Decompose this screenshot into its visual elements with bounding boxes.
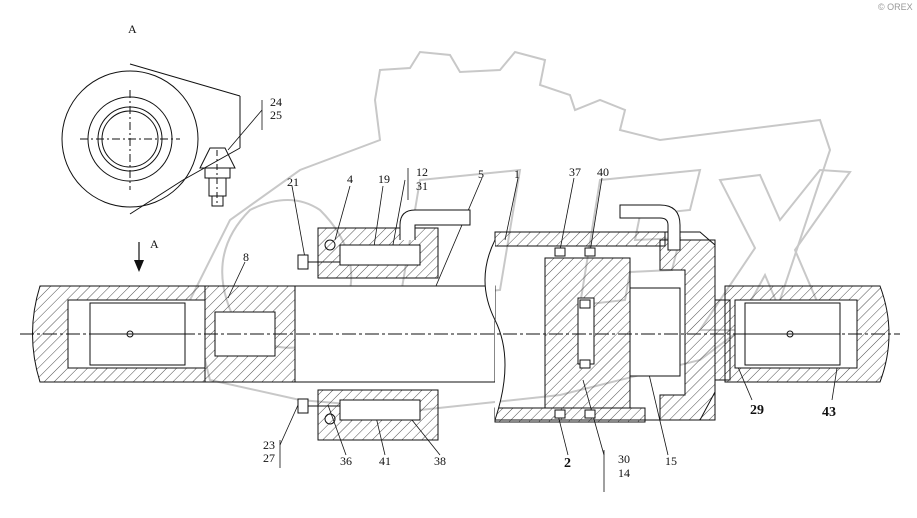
callout-31: 31 <box>416 179 428 193</box>
callout-24: 24 <box>270 95 282 109</box>
callout-41: 41 <box>379 454 391 468</box>
callout-27: 27 <box>263 451 275 465</box>
callout-15: 15 <box>665 454 677 468</box>
callout-37: 37 <box>569 165 581 179</box>
callout-43: 43 <box>822 405 836 420</box>
callout-40: 40 <box>597 165 609 179</box>
callout-25: 25 <box>270 108 282 122</box>
callout-19: 19 <box>378 172 390 186</box>
callout-23: 23 <box>263 438 275 452</box>
callout-30: 30 <box>618 452 630 466</box>
view-a-label: A <box>128 22 137 36</box>
cylinder-assembly <box>20 204 900 441</box>
callout-14: 14 <box>618 466 630 480</box>
watermark-text: © OREX <box>878 2 913 12</box>
callout-2: 2 <box>564 456 571 471</box>
callout-29: 29 <box>750 403 764 418</box>
callout-38: 38 <box>434 454 446 468</box>
callout-labels: 24 25 21 4 19 12 31 5 1 37 40 8 23 27 36… <box>243 95 836 480</box>
callout-8: 8 <box>243 250 249 264</box>
callout-5: 5 <box>478 167 484 181</box>
callout-4: 4 <box>347 172 353 186</box>
callout-36: 36 <box>340 454 352 468</box>
callout-21: 21 <box>287 175 299 189</box>
view-a-detail <box>61 63 241 215</box>
callout-1: 1 <box>514 167 520 181</box>
view-a-arrow-label: A <box>150 237 159 251</box>
callout-12: 12 <box>416 165 428 179</box>
view-a-arrow <box>134 242 144 272</box>
